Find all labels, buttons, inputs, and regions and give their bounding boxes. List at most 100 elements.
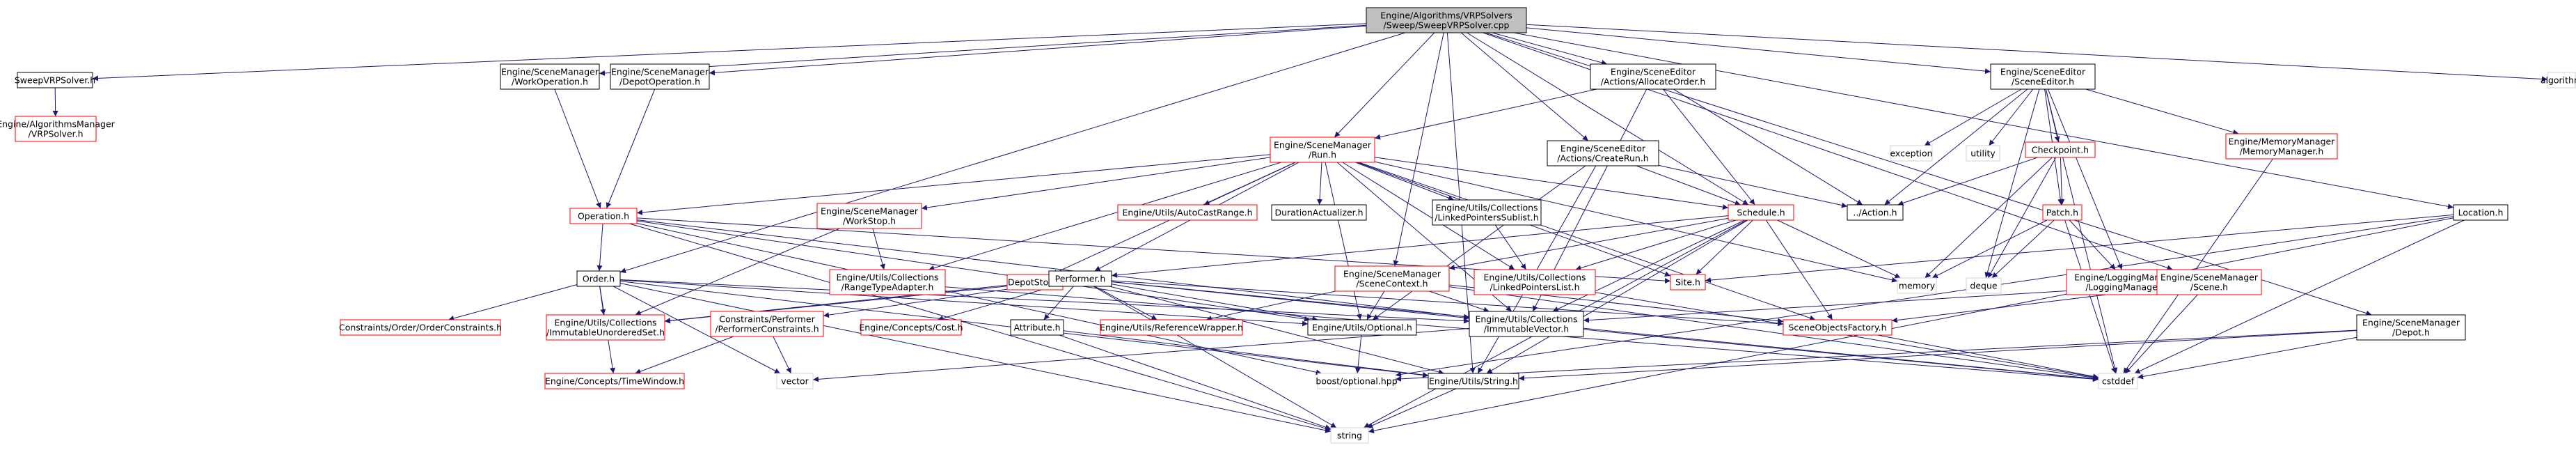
node-order[interactable]: Order.h <box>576 270 621 287</box>
node-action[interactable]: ../Action.h <box>1847 204 1904 221</box>
edge-optional-to-boostopt <box>1354 334 1362 374</box>
node-sweephdr[interactable]: SweepVRPSolver.h <box>15 72 95 88</box>
node-box <box>544 373 685 389</box>
node-scenecontext[interactable]: Engine/SceneManager/SceneContext.h <box>1334 265 1450 292</box>
node-algorithm[interactable]: algorithm <box>2541 72 2576 88</box>
node-exception[interactable]: exception <box>1890 145 1933 162</box>
node-box <box>1670 274 1706 291</box>
edge-immvector-to-vector <box>812 327 1470 382</box>
node-location[interactable]: Location.h <box>2453 204 2508 221</box>
node-run[interactable]: Engine/SceneManager/Run.h <box>1270 137 1375 163</box>
node-box <box>2025 141 2096 158</box>
node-box <box>2356 314 2466 341</box>
edge-run-to-rangeadapter <box>929 162 1281 271</box>
node-attribute[interactable]: Attribute.h <box>1010 319 1064 336</box>
node-label: /ImmutableUnorderedSet.h <box>546 327 665 338</box>
edge-depotop-to-operation <box>606 88 656 209</box>
node-schedule[interactable]: Schedule.h <box>1728 204 1794 221</box>
node-linkedsub[interactable]: Engine/Utils/Collections/LinkedPointersS… <box>1432 199 1542 226</box>
node-patch[interactable]: Patch.h <box>2042 204 2083 221</box>
node-box <box>1990 63 2096 90</box>
node-duration[interactable]: DurationActualizer.h <box>1271 204 1367 221</box>
node-performer[interactable]: Performer.h <box>1048 270 1112 287</box>
node-box <box>1100 319 1243 336</box>
node-immvector[interactable]: Engine/Utils/Collections/ImmutableVector… <box>1469 311 1584 337</box>
node-depoth[interactable]: Engine/SceneManager/Depot.h <box>2356 314 2466 341</box>
node-label: Engine/Utils/String.h <box>1429 376 1518 387</box>
node-sceneobjfactory[interactable]: SceneObjectsFactory.h <box>1783 319 1893 336</box>
node-autocast[interactable]: Engine/Utils/AutoCastRange.h <box>1117 204 1258 221</box>
node-root[interactable]: Engine/Algorithms/VRPSolvers/Sweep/Sweep… <box>1366 7 1527 33</box>
node-perfconstraints[interactable]: Constraints/Performer/PerformerConstrain… <box>710 311 824 337</box>
node-boostopt[interactable]: boost/optional.hpp <box>1315 373 1398 389</box>
node-label: Engine/Utils/Optional.h <box>1312 323 1412 333</box>
edge-sceneeditor-to-memmgr <box>2085 88 2239 135</box>
node-label: /LoggingManager.h <box>2085 282 2168 293</box>
node-timewindow[interactable]: Engine/Concepts/TimeWindow.h <box>544 373 685 389</box>
edge-scenecontext-to-immvector <box>1429 291 1490 313</box>
edge-run-to-operation <box>636 154 1271 215</box>
node-label: Engine/SceneManager <box>821 206 919 217</box>
node-box <box>2547 72 2576 88</box>
node-stringh[interactable]: Engine/Utils/String.h <box>1428 373 1519 389</box>
node-operation[interactable]: Operation.h <box>569 208 638 224</box>
node-label: /LinkedPointersSublist.h <box>1435 212 1538 223</box>
node-box <box>710 311 824 337</box>
edge-run-to-workstop <box>921 157 1271 210</box>
edge-root-to-run <box>1334 32 1435 138</box>
node-label: DurationActualizer.h <box>1274 208 1363 218</box>
node-checkpoint[interactable]: Checkpoint.h <box>2025 141 2096 158</box>
node-cost[interactable]: Engine/Concepts/Cost.h <box>859 319 963 336</box>
node-logging[interactable]: Engine/LoggingManager/LoggingManager.h <box>2066 269 2188 295</box>
node-label: /Depot.h <box>2392 327 2430 338</box>
edge-immvector-to-cstddef <box>1583 329 2099 382</box>
node-box <box>2042 204 2083 221</box>
node-vrpsolver[interactable]: Engine/AlgorithmsManager/VRPSolver.h <box>0 116 116 142</box>
node-label: cstddef <box>2102 376 2135 387</box>
node-workstop[interactable]: Engine/SceneManager/WorkStop.h <box>816 203 922 229</box>
node-createrun[interactable]: Engine/SceneEditor/Actions/CreateRun.h <box>1547 140 1659 166</box>
edge-root-to-order <box>619 32 1406 274</box>
node-label: Constraints/Order/OrderConstraints.h <box>339 323 502 333</box>
node-utility[interactable]: utility <box>1966 145 2000 162</box>
edge-root-to-location <box>1513 32 2454 210</box>
edge-root-to-algorithm <box>1526 24 2548 82</box>
edge-workstop-to-immunordered <box>635 228 840 316</box>
node-immunordered[interactable]: Engine/Utils/Collections/ImmutableUnorde… <box>546 314 665 341</box>
node-box <box>1334 265 1450 292</box>
node-rangeadapter[interactable]: Engine/Utils/Collections/RangeTypeAdapte… <box>829 269 946 295</box>
edge-schedule-to-performer <box>1111 215 1729 278</box>
node-label: /SceneEditor.h <box>2012 77 2074 87</box>
node-allocate[interactable]: Engine/SceneEditor/Actions/AllocateOrder… <box>1590 63 1716 90</box>
node-cstddef[interactable]: cstddef <box>2098 373 2138 389</box>
edge-schedule-to-memory <box>1777 219 1901 279</box>
node-label: /WorkStop.h <box>843 216 896 226</box>
node-orderconstraints[interactable]: Constraints/Order/OrderConstraints.h <box>339 319 502 336</box>
node-workop[interactable]: Engine/SceneManager/WorkOperation.h <box>500 63 600 90</box>
node-box <box>1469 311 1584 337</box>
edge-schedule-to-scenecontext <box>1448 217 1729 270</box>
edge-schedule-to-linkedlist <box>1575 219 1737 271</box>
node-box <box>546 314 665 341</box>
node-box <box>829 269 946 295</box>
node-refwrapper[interactable]: Engine/Utils/ReferenceWrapper.h <box>1100 319 1243 336</box>
node-string[interactable]: string <box>1330 427 1369 444</box>
node-memmgr[interactable]: Engine/MemoryManager/MemoryManager.h <box>2225 133 2338 160</box>
edge-depoth-to-boostopt <box>1395 330 2357 382</box>
edge-checkpoint-to-action <box>1897 157 2038 206</box>
node-optional[interactable]: Engine/Utils/Optional.h <box>1307 319 1417 336</box>
node-site[interactable]: Site.h <box>1670 274 1706 291</box>
edge-run-to-optional <box>1325 162 1362 320</box>
node-depotop[interactable]: Engine/SceneManager/DepotOperation.h <box>610 63 710 90</box>
node-linkedlist[interactable]: Engine/Utils/Collections/LinkedPointersL… <box>1473 269 1596 295</box>
node-label: /RangeTypeAdapter.h <box>841 282 934 293</box>
node-sceneeditor[interactable]: Engine/SceneEditor/SceneEditor.h <box>1990 63 2096 90</box>
node-vector[interactable]: vector <box>776 373 814 389</box>
node-deque[interactable]: deque <box>1966 277 2002 294</box>
edge-linkedsub-to-linkedlist <box>1494 224 1527 270</box>
edge-checkpoint-to-patch <box>2059 157 2065 206</box>
node-memory[interactable]: memory <box>1897 277 1937 294</box>
node-label: boost/optional.hpp <box>1315 376 1397 387</box>
node-scene[interactable]: Engine/SceneManager/Scene.h <box>2156 269 2262 295</box>
edge-scenecontext-to-optional <box>1366 291 1385 320</box>
